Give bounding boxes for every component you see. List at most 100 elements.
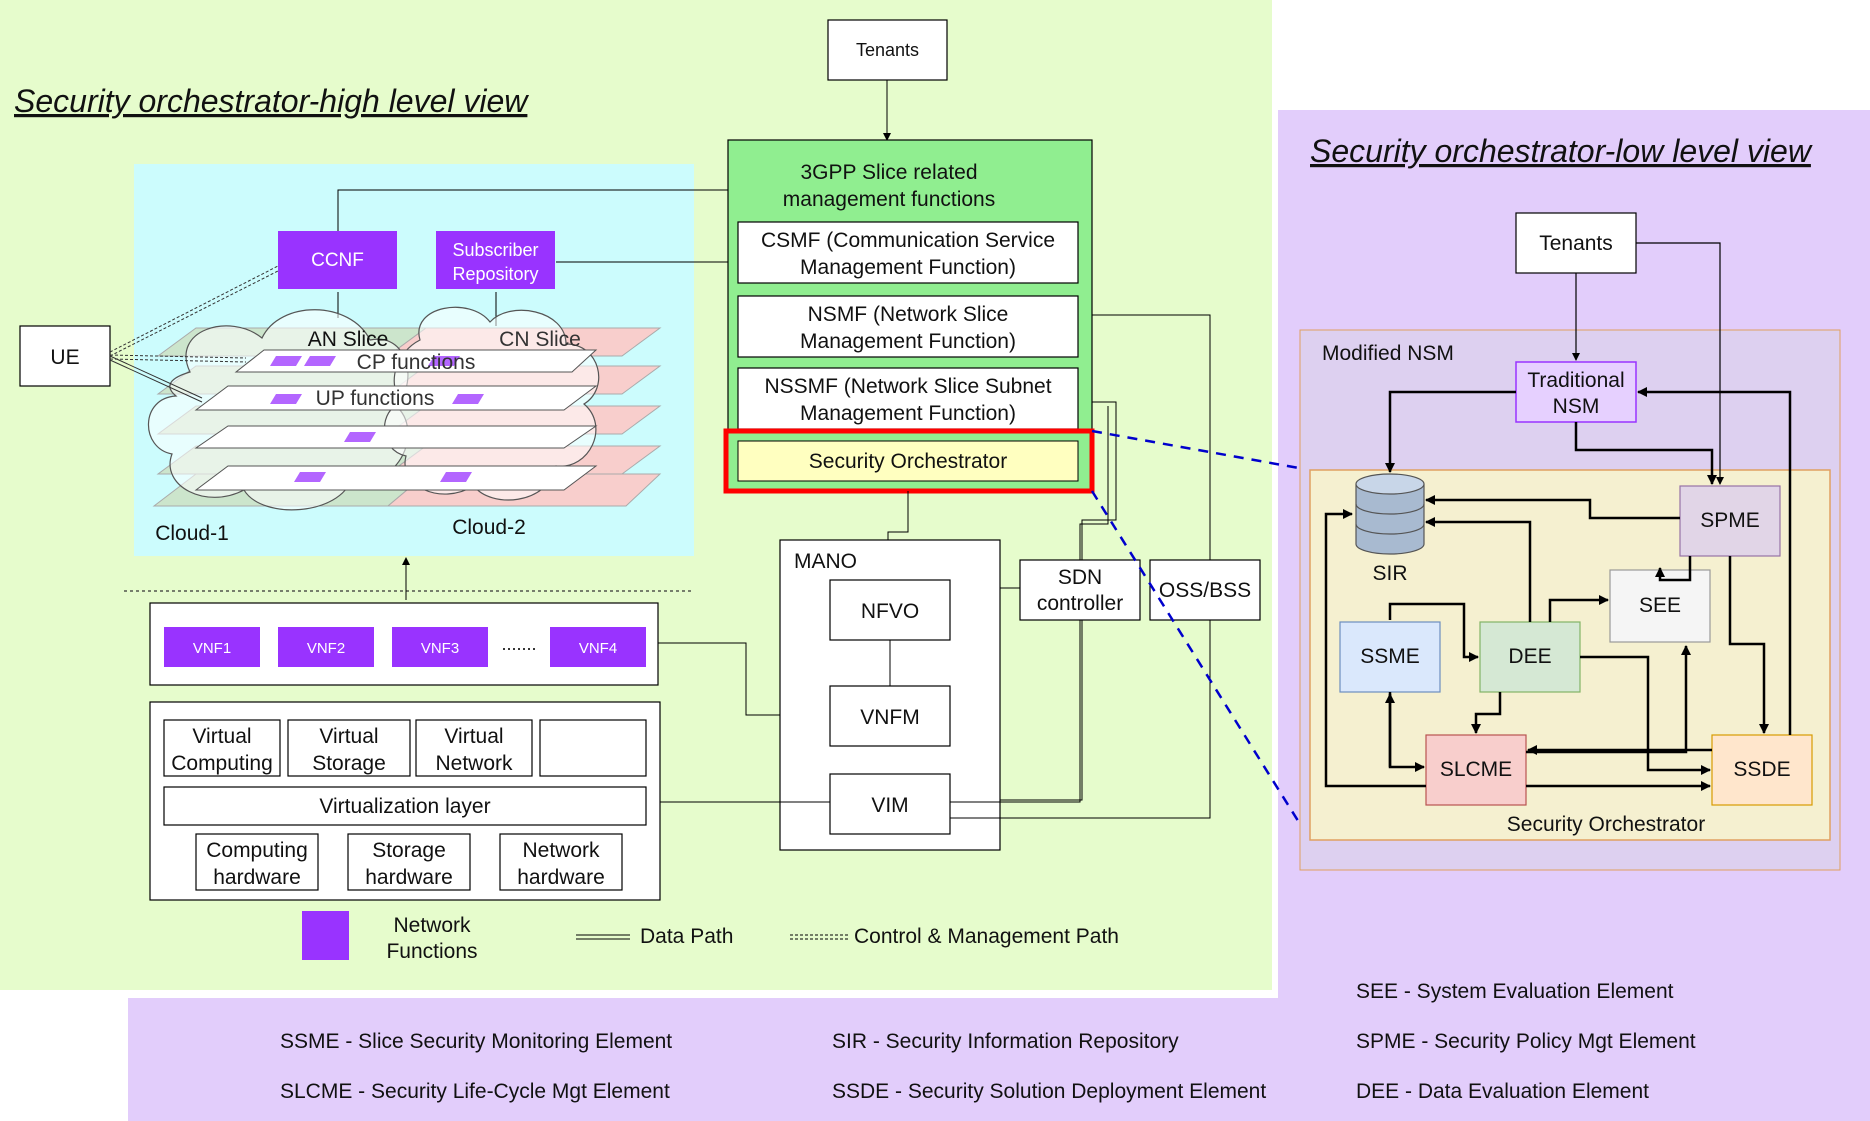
- vnf1-box: [164, 627, 260, 667]
- glossary-panel: [128, 998, 1870, 1121]
- sir-database-icon: [1355, 473, 1425, 555]
- low-level-title: Security orchestrator-low level view: [1310, 133, 1813, 169]
- oss-box: [1149, 559, 1261, 621]
- tenants-box-high: [827, 19, 948, 81]
- glossary-ssme: SSME - Slice Security Monitoring Element: [280, 1030, 672, 1053]
- glossary-sir: SIR - Security Information Repository: [832, 1030, 1179, 1053]
- virtualization-layer-box: [163, 786, 647, 826]
- empty-resource-box: [539, 719, 647, 777]
- virtual-storage-label-2: Storage: [312, 752, 386, 775]
- cloud-1-label: Cloud-1: [155, 522, 229, 545]
- security-orchestrator-inner: [737, 440, 1079, 482]
- subscriber-repository-node: Subscriber Repository: [436, 231, 555, 289]
- glossary-dee: DEE - Data Evaluation Element: [1356, 1080, 1649, 1103]
- nsmf-label-2: Management Function): [800, 330, 1016, 353]
- ue-label: UE: [50, 346, 79, 369]
- tenants-label-high: Tenants: [856, 40, 919, 60]
- ue-node: UE: [19, 325, 111, 387]
- vnf3-label: VNF3: [421, 640, 459, 657]
- ccnf-label: CCNF: [311, 250, 364, 271]
- legend: Network Functions Data Path Control & Ma…: [302, 911, 1119, 963]
- nsmf-label-1: NSMF (Network Slice: [808, 303, 1009, 326]
- ue-control-paths: [109, 265, 279, 363]
- spme-label: SPME: [1700, 509, 1760, 532]
- csmf-label-1: CSMF (Communication Service: [761, 229, 1055, 252]
- sdn-label-1: SDN: [1058, 566, 1102, 589]
- virtual-network-label-2: Network: [435, 752, 513, 775]
- cp-functions-label: CP functions: [357, 351, 476, 374]
- csmf-box: [737, 221, 1079, 284]
- sdn-box: [1019, 559, 1141, 621]
- vim-label: VIM: [871, 794, 908, 817]
- glossary-see: SEE - System Evaluation Element: [1356, 980, 1674, 1003]
- cloud-2-label: Cloud-2: [452, 516, 526, 539]
- vnfm-box: [829, 685, 951, 747]
- glossary-spme: SPME - Security Policy Mgt Element: [1356, 1030, 1696, 1053]
- computing-hw-label-2: hardware: [213, 866, 301, 889]
- mano-label: MANO: [794, 550, 857, 573]
- ssde-label: SSDE: [1733, 758, 1790, 781]
- vnf-dots: .......: [501, 634, 536, 654]
- nsmf-box: [737, 295, 1079, 358]
- dee-label: DEE: [1508, 645, 1551, 668]
- modified-nsm-label: Modified NSM: [1322, 342, 1454, 365]
- vnf4-label: VNF4: [579, 640, 617, 657]
- network-hw-label-1: Network: [522, 839, 600, 862]
- zoom-line-top: [1091, 429, 1311, 472]
- glossary-ssde: SSDE - Security Solution Deployment Elem…: [832, 1080, 1266, 1103]
- virtualization-layer-label: Virtualization layer: [319, 795, 490, 818]
- virtual-computing-label-1: Virtual: [192, 725, 251, 748]
- ssde-box: [1711, 734, 1813, 806]
- network-function-marks: [270, 356, 484, 482]
- sir-label: SIR: [1372, 562, 1407, 585]
- ue-data-paths: [109, 355, 203, 403]
- high-level-title: Security orchestrator-high level view: [14, 83, 529, 119]
- glossary-slcme: SLCME - Security Life-Cycle Mgt Element: [280, 1080, 670, 1103]
- ssme-label: SSME: [1360, 645, 1420, 668]
- legend-nf-label-1: Network: [393, 914, 471, 937]
- zoom-line-bottom: [1090, 490, 1312, 841]
- security-orchestrator-label-high: Security Orchestrator: [809, 450, 1007, 473]
- virtual-storage-label-1: Virtual: [319, 725, 378, 748]
- spme-box: [1679, 485, 1781, 557]
- vnf1-label: VNF1: [193, 640, 231, 657]
- computing-hw-label-1: Computing: [206, 839, 308, 862]
- ccnf-node: CCNF: [278, 231, 397, 289]
- vnf4-box: [550, 627, 646, 667]
- function-planes: [194, 349, 598, 491]
- cn-slice-label: CN Slice: [499, 328, 581, 351]
- legend-control-path-label: Control & Management Path: [854, 925, 1119, 948]
- vnf3-box: [392, 627, 488, 667]
- security-orchestrator-highlight: [723, 428, 1095, 494]
- vim-box: [829, 773, 951, 835]
- vnfm-label: VNFM: [860, 706, 920, 729]
- up-functions-label: UP functions: [316, 387, 435, 410]
- legend-nf-swatch: [302, 911, 349, 960]
- legend-data-path-label: Data Path: [640, 925, 733, 948]
- slcme-box: [1425, 734, 1527, 806]
- slcme-label: SLCME: [1440, 758, 1512, 781]
- legend-nf-label-2: Functions: [386, 940, 477, 963]
- storage-hw-label-2: hardware: [365, 866, 453, 889]
- virtual-computing-label-2: Computing: [171, 752, 273, 775]
- sdn-label-2: controller: [1037, 592, 1123, 615]
- storage-hw-label-1: Storage: [372, 839, 446, 862]
- vnf-row: VNF1 VNF2 VNF3 ....... VNF4: [164, 627, 646, 667]
- network-hw-label-2: hardware: [517, 866, 605, 889]
- traditional-nsm-label-2: NSM: [1553, 395, 1600, 418]
- low-level-arrows: [1324, 242, 1792, 791]
- vnf2-box: [278, 627, 374, 667]
- hardware-resources: Computing hardware Storage hardware Netw…: [195, 833, 623, 891]
- csmf-label-2: Management Function): [800, 256, 1016, 279]
- oss-label: OSS/BSS: [1159, 579, 1251, 602]
- subscriber-label-1: Subscriber: [452, 240, 538, 260]
- nssmf-label-2: Management Function): [800, 402, 1016, 425]
- vnf2-label: VNF2: [307, 640, 345, 657]
- virtual-resources: Virtual Computing Virtual Storage Virtua…: [163, 719, 647, 777]
- traditional-nsm-label-1: Traditional: [1527, 369, 1624, 392]
- glossary: SSME - Slice Security Monitoring Element…: [280, 980, 1696, 1103]
- security-orchestrator-label-low: Security Orchestrator: [1507, 813, 1705, 836]
- virtual-network-label-1: Virtual: [444, 725, 503, 748]
- ssme-box: [1339, 621, 1441, 693]
